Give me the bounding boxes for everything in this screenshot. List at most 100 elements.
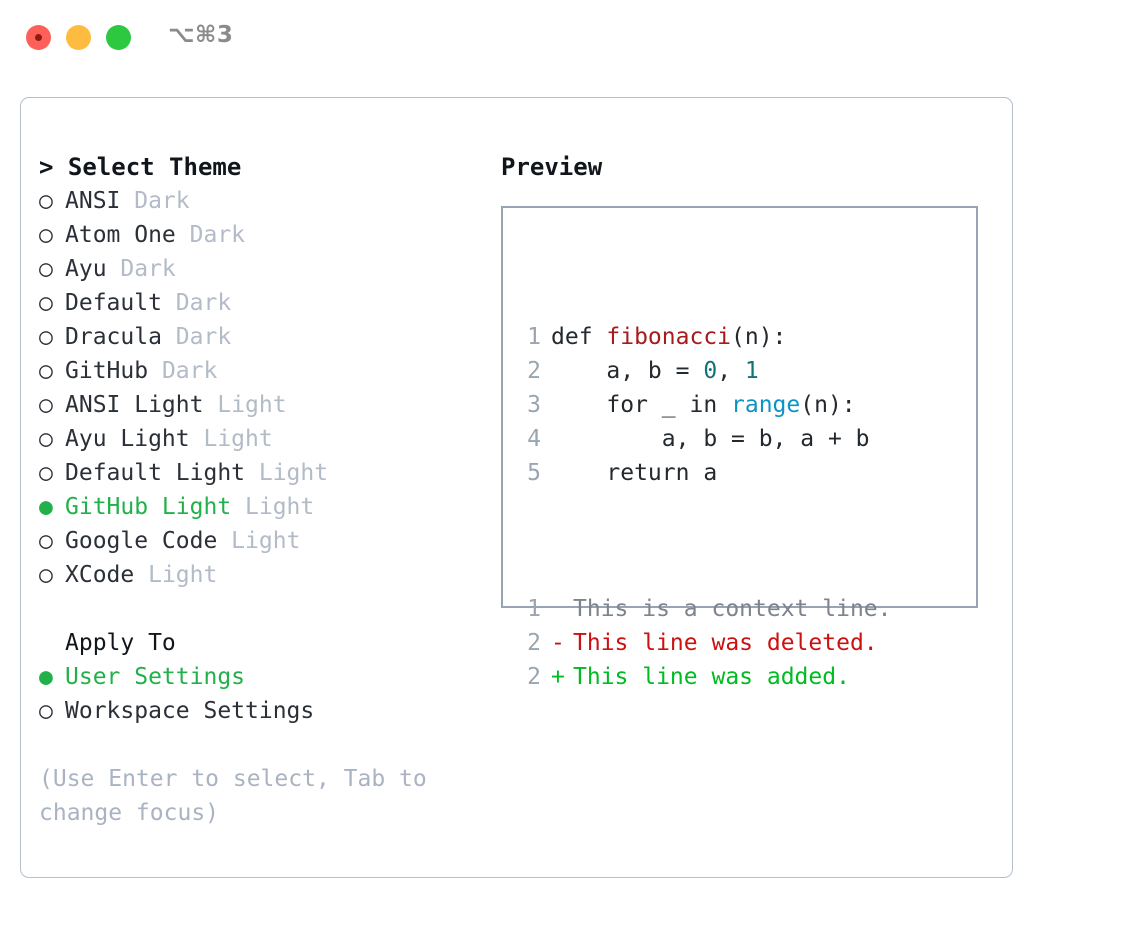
theme-list-item[interactable]: ● GitHub Light Light xyxy=(39,490,489,524)
apply-to-option[interactable]: ● User Settings xyxy=(39,660,489,694)
theme-name: GitHub xyxy=(65,358,149,384)
radio-unselected-icon: ○ xyxy=(39,188,53,214)
zoom-window-button[interactable] xyxy=(106,25,131,50)
minimize-window-button[interactable] xyxy=(66,25,91,50)
theme-list-item[interactable]: ○ Dracula Dark xyxy=(39,320,489,354)
radio-unselected-icon: ○ xyxy=(39,256,53,282)
apply-to-options: ● User Settings ○ Workspace Settings xyxy=(39,660,489,728)
theme-list-item[interactable]: ○ Ayu Dark xyxy=(39,252,489,286)
diff-lines: 1 This is a context line.2-This line was… xyxy=(519,592,892,694)
theme-list-item[interactable]: ○ Default Light Light xyxy=(39,456,489,490)
radio-unselected-icon: ○ xyxy=(39,562,53,588)
code-token: range xyxy=(731,392,801,418)
radio-unselected-icon: ○ xyxy=(39,290,53,316)
theme-variant-tag: Dark xyxy=(161,324,232,350)
theme-name: Ayu xyxy=(65,256,107,282)
line-number: 3 xyxy=(527,392,541,418)
radio-unselected-icon: ○ xyxy=(39,358,53,384)
theme-variant-tag: Light xyxy=(203,392,287,418)
radio-unselected-icon: ○ xyxy=(39,426,53,452)
code-line: 4 a, b = b, a + b xyxy=(519,422,892,456)
theme-name: XCode xyxy=(65,562,135,588)
apply-to-heading: Apply To xyxy=(65,630,176,656)
theme-name: ANSI xyxy=(65,188,121,214)
theme-variant-tag: Dark xyxy=(106,256,176,282)
theme-variant-tag: Light xyxy=(231,494,315,520)
select-theme-heading: > Select Theme xyxy=(39,153,242,181)
code-token: for _ in xyxy=(551,392,732,418)
theme-list-item[interactable]: ○ XCode Light xyxy=(39,558,489,592)
theme-name: Dracula xyxy=(65,324,162,350)
diff-text: This line was added. xyxy=(573,664,850,690)
radio-unselected-icon: ○ xyxy=(39,392,53,418)
diff-text: This line was deleted. xyxy=(573,630,878,656)
theme-variant-tag: Light xyxy=(134,562,218,588)
code-line: 5 return a xyxy=(519,456,892,490)
theme-list-item[interactable]: ○ Ayu Light Light xyxy=(39,422,489,456)
theme-list-item[interactable]: ○ANSI Dark xyxy=(39,184,489,218)
traffic-lights xyxy=(26,25,131,50)
theme-name: GitHub Light xyxy=(65,494,232,520)
line-number: 1 xyxy=(527,596,541,622)
theme-list-item[interactable]: ○ Default Dark xyxy=(39,286,489,320)
theme-name: Atom One xyxy=(65,222,176,248)
diff-text: This is a context line. xyxy=(573,596,892,622)
code-line: 3 for _ in range(n): xyxy=(519,388,892,422)
line-number: 2 xyxy=(527,630,541,656)
theme-list-item[interactable]: ○ Atom One Dark xyxy=(39,218,489,252)
line-number: 5 xyxy=(527,460,541,486)
line-number: 4 xyxy=(527,426,541,452)
theme-list-item[interactable]: ○Google Code Light xyxy=(39,524,489,558)
apply-to-label: Workspace Settings xyxy=(65,698,315,724)
code-token: def xyxy=(551,324,607,350)
theme-variant-tag: Dark xyxy=(175,222,246,248)
radio-unselected-icon: ○ xyxy=(39,460,53,486)
radio-selected-icon: ● xyxy=(39,664,53,690)
keyboard-hint-text: (Use Enter to select, Tab to change focu… xyxy=(39,766,427,826)
theme-variant-tag: Light xyxy=(189,426,273,452)
line-number: 2 xyxy=(527,664,541,690)
radio-unselected-icon: ○ xyxy=(39,222,53,248)
theme-list-item[interactable]: ○ GitHub Dark xyxy=(39,354,489,388)
preview-heading: Preview xyxy=(501,153,603,181)
radio-unselected-icon: ○ xyxy=(39,324,53,350)
theme-variant-tag: Dark xyxy=(148,358,218,384)
keyboard-shortcut-label: ⌥⌘3 xyxy=(168,22,234,48)
radio-unselected-icon: ○ xyxy=(39,698,53,724)
code-token: a, b = b, a + b xyxy=(551,426,870,452)
theme-list-item[interactable]: ○ ANSI Light Light xyxy=(39,388,489,422)
diff-line: 2-This line was deleted. xyxy=(519,626,892,660)
code-token: , xyxy=(717,358,745,384)
code-token: a, b = xyxy=(551,358,704,384)
code-token: (n): xyxy=(731,324,787,350)
code-line: 2 a, b = 0, 1 xyxy=(519,354,892,388)
theme-selector-column: > Select Theme ○ANSI Dark○Atom One Dark○… xyxy=(39,150,489,830)
close-window-button[interactable] xyxy=(26,25,51,50)
diff-sign xyxy=(551,592,573,626)
radio-selected-icon: ● xyxy=(39,494,53,520)
theme-variant-tag: Light xyxy=(245,460,329,486)
apply-to-option[interactable]: ○ Workspace Settings xyxy=(39,694,489,728)
diff-line: 2+This line was added. xyxy=(519,660,892,694)
diff-line: 1 This is a context line. xyxy=(519,592,892,626)
theme-variant-tag: Dark xyxy=(161,290,232,316)
radio-unselected-icon: ○ xyxy=(39,528,53,554)
line-number: 2 xyxy=(527,358,541,384)
theme-list: ○ ANSI Dark ○ Atom One Dark ○ Ayu Dark ○ Defaul… xyxy=(39,184,489,592)
theme-name: Default Light xyxy=(65,460,246,486)
theme-name: Google Code xyxy=(65,528,218,554)
theme-name: ANSI Light xyxy=(65,392,204,418)
theme-name: Default xyxy=(65,290,162,316)
main-panel: > Select Theme ○ANSI Dark○Atom One Dark○… xyxy=(20,97,1013,878)
code-token: 1 xyxy=(744,358,759,384)
title-bar: ⌥⌘3 xyxy=(0,0,1140,78)
theme-name: Ayu Light xyxy=(65,426,190,452)
code-token: return a xyxy=(551,460,718,486)
diff-sign: - xyxy=(551,630,565,656)
apply-to-label: User Settings xyxy=(65,664,246,690)
